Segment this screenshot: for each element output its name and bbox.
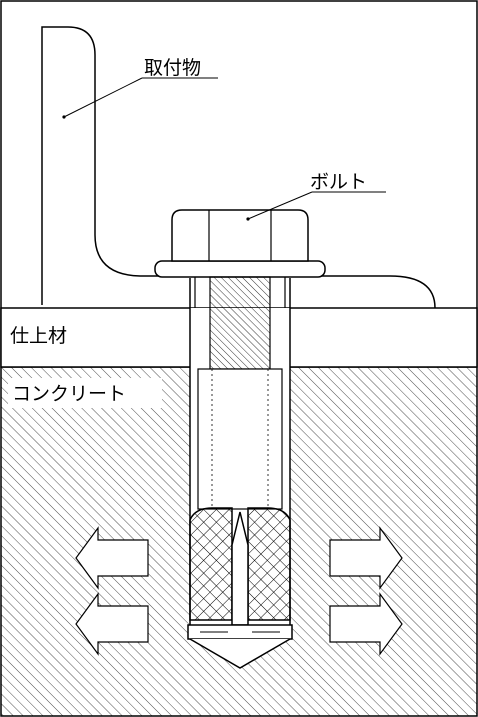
expansion-segment-right xyxy=(247,507,291,621)
arrow-right-lower-icon xyxy=(329,592,403,656)
bolt-leader xyxy=(247,191,313,220)
bolt-thread xyxy=(209,276,271,370)
anchor-sleeve xyxy=(197,368,283,510)
label-concrete: コンクリート xyxy=(12,383,126,405)
arrow-right-upper-icon xyxy=(329,526,403,590)
washer xyxy=(154,260,326,278)
label-finish: 仕上材 xyxy=(10,325,67,347)
arrow-left-lower-icon xyxy=(75,592,149,656)
expansion-cone xyxy=(231,511,249,626)
bolt-leader-dot xyxy=(246,217,250,221)
anchor-tip xyxy=(189,638,291,669)
concrete-label-bg xyxy=(8,378,162,408)
label-bolt: ボルト xyxy=(310,171,367,193)
bolt-head xyxy=(171,209,309,262)
expansion-segment-left xyxy=(189,507,233,621)
fixture-leader xyxy=(63,77,143,118)
arrow-left-upper-icon xyxy=(75,526,149,590)
fixture-bracket xyxy=(41,26,436,309)
fixture-leader-dot xyxy=(62,115,66,119)
label-fixture: 取付物 xyxy=(144,57,201,79)
